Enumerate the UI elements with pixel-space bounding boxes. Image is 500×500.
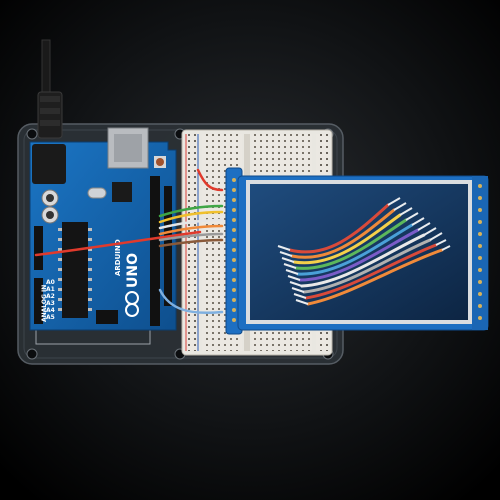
dc-jack bbox=[32, 144, 66, 184]
mounting-hole bbox=[26, 128, 38, 140]
pin-label-a4: A4 bbox=[46, 307, 55, 314]
pin-label-a2: A2 bbox=[46, 293, 55, 300]
connector-pins bbox=[277, 197, 451, 305]
jumper-wires bbox=[34, 168, 224, 314]
analog-header bbox=[34, 278, 43, 324]
wire-blue bbox=[158, 288, 224, 314]
wire-red-power bbox=[196, 168, 224, 192]
board-model-text: UNO bbox=[125, 253, 141, 288]
crystal bbox=[87, 187, 107, 199]
wire-brown bbox=[158, 238, 224, 248]
analog-in-label: ANALOG IN bbox=[41, 285, 48, 322]
atmega-chip bbox=[62, 222, 88, 318]
pin-label-a1: A1 bbox=[46, 286, 55, 293]
wire-yellow bbox=[158, 210, 224, 224]
arduino-logo: UNO bbox=[125, 253, 141, 317]
wire-orange bbox=[158, 224, 224, 236]
pin-label-a3: A3 bbox=[46, 300, 55, 307]
arduino-board: UNO ARDUINO ANALOG IN A0 A1 A2 A3 A4 A5 bbox=[29, 127, 177, 331]
wire-green bbox=[158, 204, 224, 218]
mounting-hole bbox=[26, 348, 38, 360]
wire-white bbox=[158, 218, 224, 230]
pin-label-a5: A5 bbox=[46, 314, 55, 321]
ribbon-cable-image bbox=[288, 203, 444, 306]
digital-header bbox=[150, 176, 160, 326]
wire-gray bbox=[158, 232, 224, 242]
board-maker-text: ARDUINO bbox=[114, 239, 122, 276]
pin-label-a0: A0 bbox=[46, 279, 55, 286]
icsp-header bbox=[96, 310, 118, 324]
tft-screen bbox=[246, 180, 472, 324]
usb-chip bbox=[112, 182, 132, 202]
power-cable bbox=[37, 39, 63, 139]
power-header bbox=[34, 226, 43, 270]
wire-red-long bbox=[34, 230, 202, 257]
